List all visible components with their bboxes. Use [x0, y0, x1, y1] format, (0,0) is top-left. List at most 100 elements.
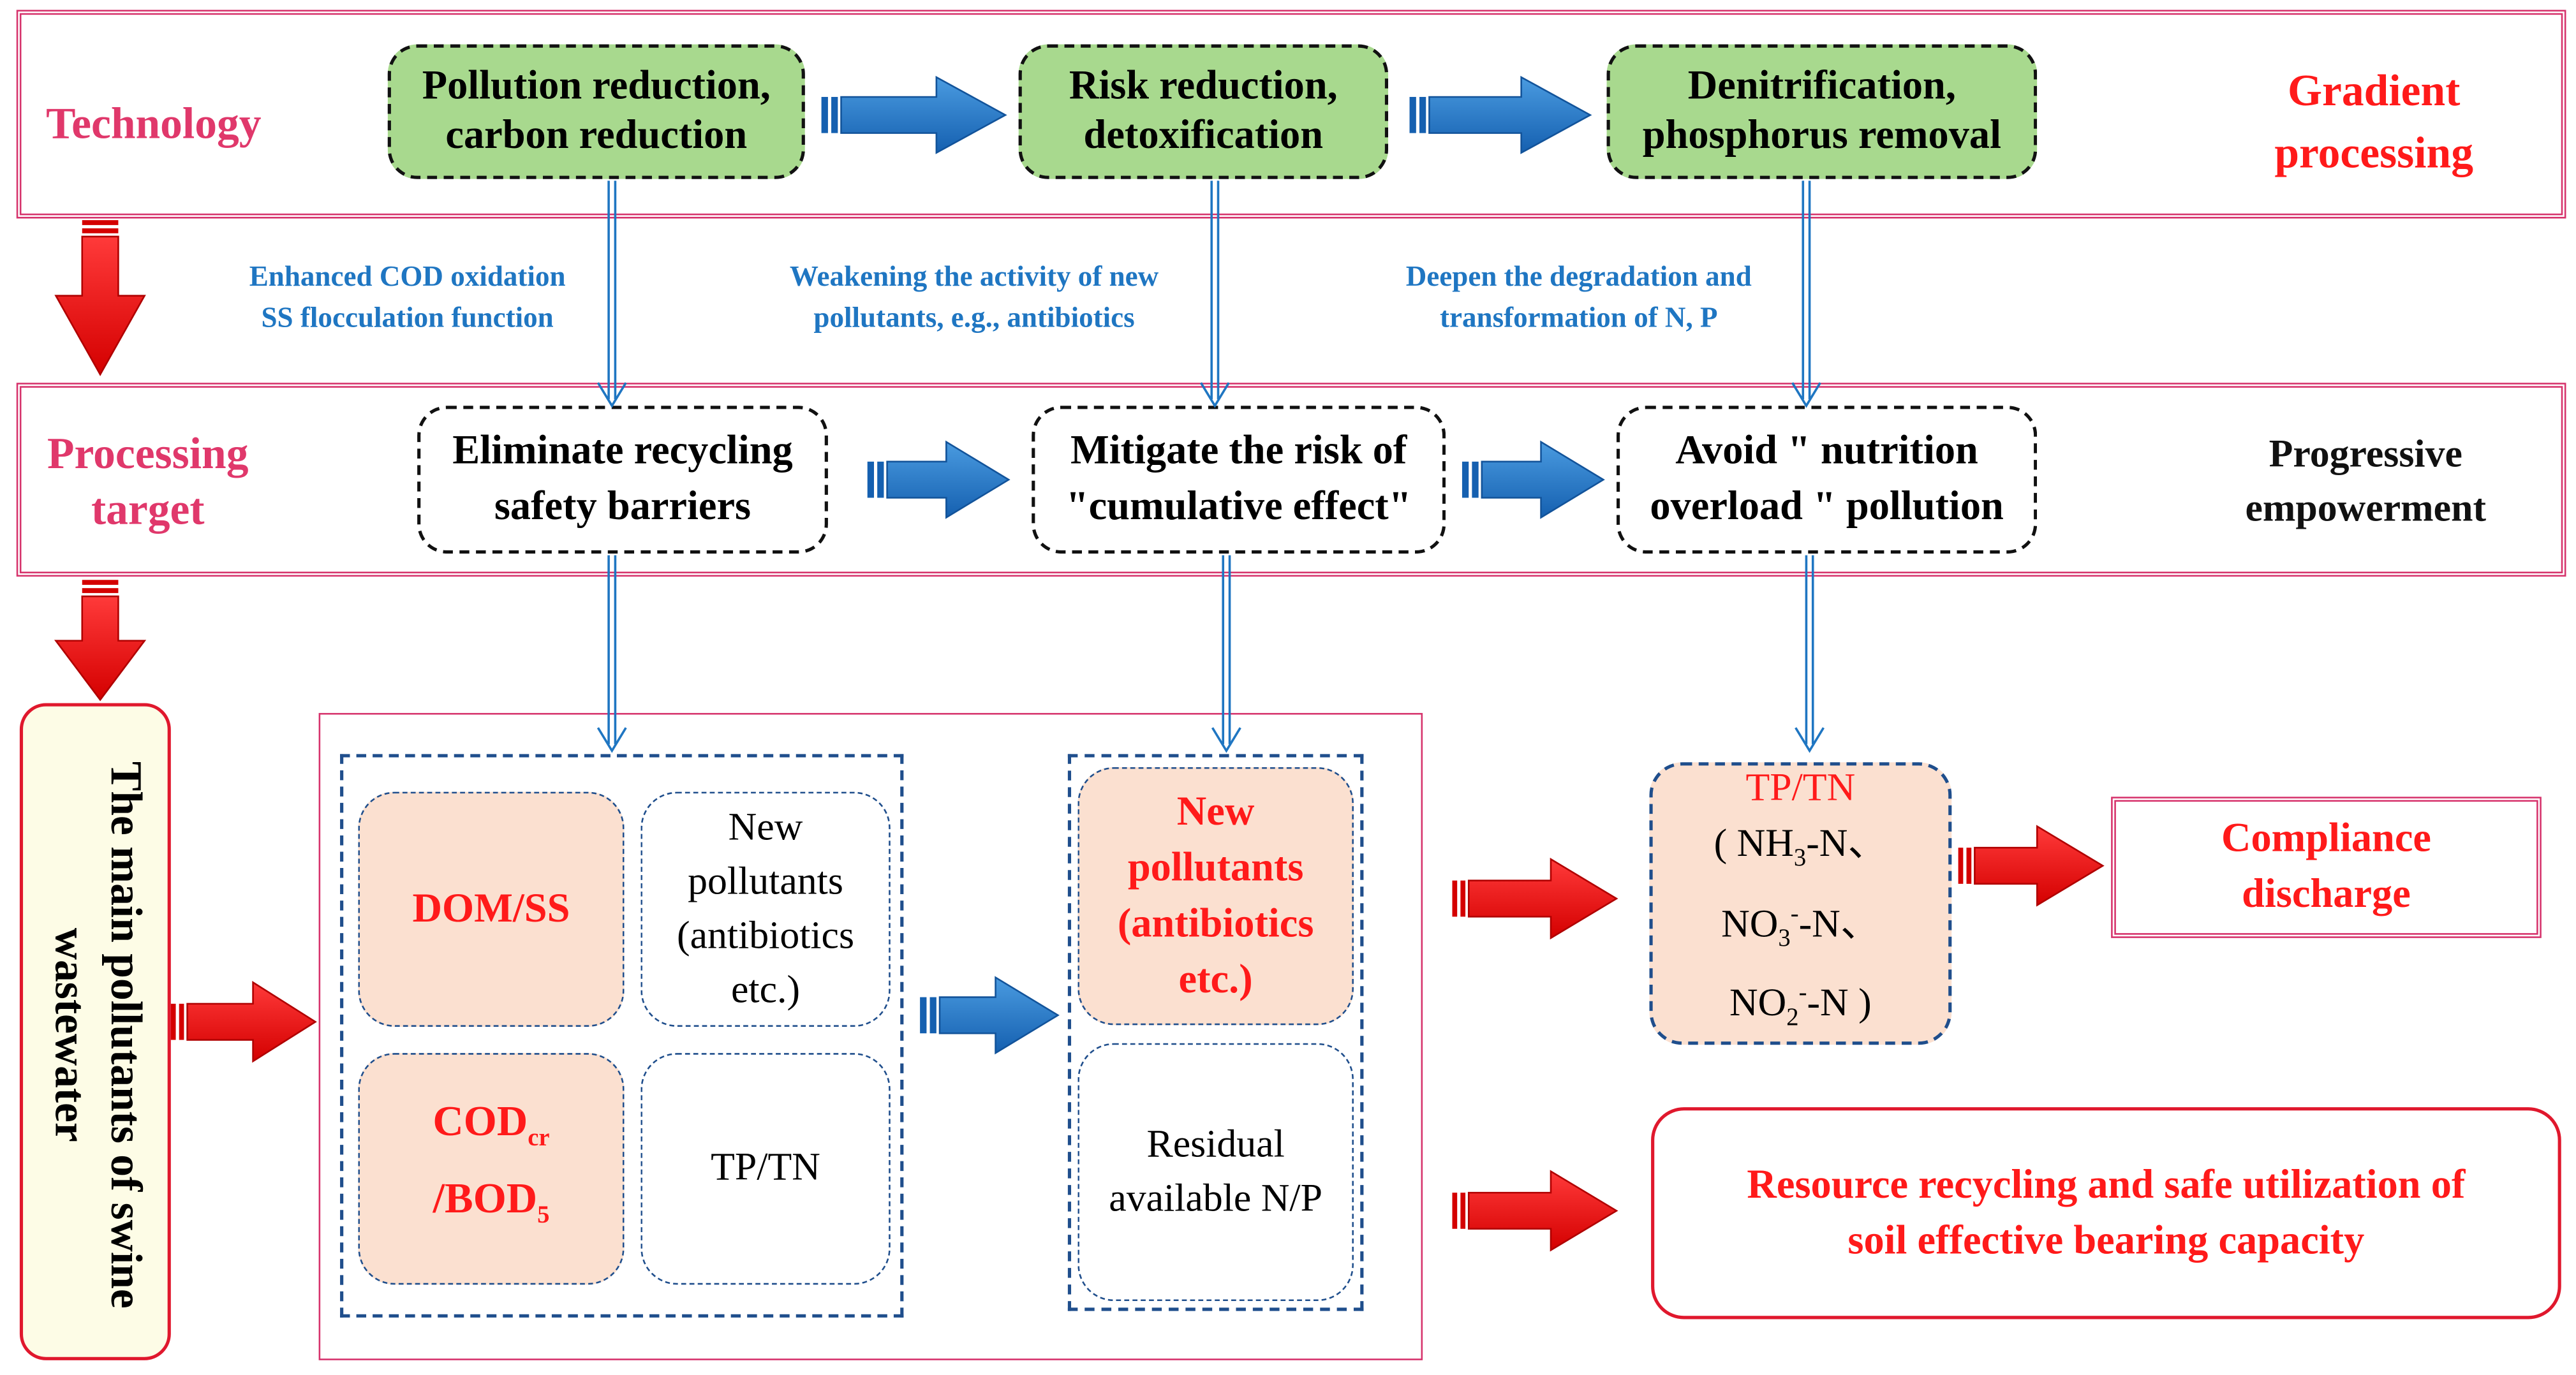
- target-line: Eliminate recycling: [452, 429, 793, 473]
- blue-arrow-grid-to-residual: [920, 976, 1060, 1055]
- bod-line: /BOD5: [433, 1169, 549, 1245]
- progressive-empowerment-label: Progressive empowerment: [2185, 429, 2547, 537]
- red-arrow-tp-to-compliance: [1958, 825, 2105, 907]
- red-arrow-pollutants-to-grid: [170, 981, 317, 1063]
- cell-line: (antibiotics: [1117, 901, 1314, 946]
- cell-line: pollutants: [1127, 845, 1304, 890]
- processing-target-label: Processing target: [33, 425, 263, 537]
- no3-a: NO: [1721, 902, 1779, 946]
- red-down-arrow-1: [54, 220, 146, 376]
- bod-sub: 5: [537, 1202, 550, 1228]
- band-label-line: Processing: [47, 429, 249, 478]
- note-degradation-np: Deepen the degradation and transformatio…: [1347, 256, 1810, 339]
- blue-arrow-target-1: [867, 440, 1010, 519]
- thin-arrow-target3-to-tp-box: [1795, 555, 1825, 753]
- no2-sup: -: [1798, 981, 1807, 1008]
- nh3-a: ( NH: [1714, 823, 1794, 866]
- resource-recycling-box: Resource recycling and safe utilization …: [1651, 1107, 2561, 1320]
- target-line: overload " pollution: [1650, 484, 2004, 529]
- cell-tp-tn-text: TP/TN: [711, 1146, 820, 1189]
- note-cod-oxidation: Enhanced COD oxidation SS flocculation f…: [177, 256, 637, 339]
- target-avoid-nutrition-overload: Avoid " nutrition overload " pollution: [1616, 406, 2038, 554]
- outcome-line: Compliance: [2221, 816, 2432, 861]
- cod-main: COD: [433, 1098, 528, 1146]
- tech-step-line: Risk reduction,: [1069, 64, 1338, 109]
- cell-residual-new-pollutants: New pollutants (antibiotics etc.): [1077, 767, 1354, 1026]
- thin-arrow-tech3-to-target3: [1791, 180, 1821, 408]
- red-arrow-to-tp-box: [1452, 857, 1618, 940]
- cell-line: etc.): [1178, 957, 1253, 1002]
- main-pollutants-box: The main pollutants of swine wastewater: [19, 703, 171, 1360]
- tp-tn-title: TP/TN: [1745, 767, 1856, 810]
- note-line: pollutants, e.g., antibiotics: [813, 300, 1135, 334]
- no3-line: NO3--N、: [1714, 886, 1888, 967]
- cell-dom-ss-text: DOM/SS: [412, 886, 570, 932]
- cell-dom-ss: DOM/SS: [358, 791, 625, 1027]
- side-label-line: empowerment: [2245, 488, 2487, 531]
- compliance-discharge-box: Compliance discharge: [2111, 797, 2542, 938]
- note-line: Weakening the activity of new: [789, 259, 1159, 293]
- side-label-line: Gradient: [2287, 66, 2461, 115]
- target-line: Mitigate the risk of: [1070, 429, 1407, 473]
- target-eliminate-barriers: Eliminate recycling safety barriers: [417, 406, 828, 554]
- no3-b: -N、: [1798, 902, 1880, 946]
- target-mitigate-cumulative: Mitigate the risk of "cumulative effect": [1032, 406, 1446, 554]
- blue-arrow-tech-1: [821, 75, 1007, 154]
- thin-arrow-tech2-to-target2: [1199, 180, 1230, 408]
- red-down-arrow-2: [54, 580, 147, 702]
- side-label-line: processing: [2274, 128, 2473, 178]
- thin-arrow-target1-to-grid: [596, 555, 627, 753]
- tech-step-pollution-reduction: Pollution reduction, carbon reduction: [387, 44, 805, 179]
- band-label-line: target: [91, 484, 205, 534]
- pollutant-analysis-frame: [318, 712, 1423, 1360]
- cell-cod-bod: CODcr /BOD5: [358, 1053, 625, 1285]
- target-line: Avoid " nutrition: [1675, 429, 1978, 473]
- nh3-sub: 3: [1793, 845, 1807, 872]
- blue-arrow-target-2: [1462, 440, 1605, 519]
- cod-line: CODcr: [433, 1093, 549, 1169]
- processing-target-band: [16, 383, 2566, 577]
- gradient-processing-label: Gradient processing: [2185, 59, 2563, 184]
- cell-line: available N/P: [1109, 1177, 1322, 1220]
- outcome-line: soil effective bearing capacity: [1847, 1218, 2365, 1263]
- technology-label: Technology: [46, 98, 262, 148]
- cell-line: New: [1176, 789, 1255, 834]
- cell-line: New: [728, 805, 803, 849]
- outcome-line: discharge: [2242, 872, 2411, 917]
- cell-tp-tn: TP/TN: [640, 1053, 891, 1285]
- thin-arrow-target2-to-residual: [1211, 555, 1241, 753]
- cod-sub: cr: [528, 1126, 550, 1152]
- cell-residual-available-np: Residual available N/P: [1077, 1043, 1354, 1302]
- cell-new-pollutants: New pollutants (antibiotics etc.): [640, 791, 891, 1027]
- no2-a: NO: [1729, 983, 1787, 1026]
- nh3-line: ( NH3-N、: [1714, 816, 1888, 886]
- thin-arrow-tech1-to-target1: [596, 180, 627, 408]
- tech-step-line: detoxification: [1083, 113, 1324, 158]
- no2-line: NO2--N ): [1714, 967, 1888, 1047]
- no2-b: -N ): [1807, 983, 1872, 1026]
- no3-sub: 3: [1778, 925, 1791, 952]
- tech-step-risk-reduction: Risk reduction, detoxification: [1018, 44, 1389, 179]
- note-line: Enhanced COD oxidation: [249, 259, 566, 293]
- note-line: Deepen the degradation and: [1405, 259, 1752, 293]
- residual-pollutant-column: [1067, 754, 1364, 1311]
- tech-step-denitrification: Denitrification, phosphorus removal: [1606, 44, 2038, 179]
- red-arrow-to-resource: [1452, 1170, 1618, 1252]
- target-line: "cumulative effect": [1065, 484, 1412, 529]
- tech-step-line: carbon reduction: [445, 113, 748, 158]
- blue-arrow-tech-2: [1409, 75, 1592, 154]
- no3-sup: -: [1790, 901, 1799, 928]
- tech-step-line: phosphorus removal: [1642, 113, 2002, 158]
- no2-sub: 2: [1786, 1005, 1799, 1033]
- note-new-pollutants: Weakening the activity of new pollutants…: [723, 256, 1225, 339]
- target-line: safety barriers: [494, 484, 751, 529]
- nh3-b: -N、: [1806, 823, 1888, 866]
- note-line: transformation of N, P: [1439, 300, 1718, 334]
- note-line: SS flocculation function: [261, 300, 554, 334]
- cell-line: Residual: [1146, 1122, 1285, 1166]
- cell-line: (antibiotics: [676, 914, 855, 957]
- cell-line: etc.): [730, 968, 801, 1011]
- technology-band: [16, 10, 2566, 219]
